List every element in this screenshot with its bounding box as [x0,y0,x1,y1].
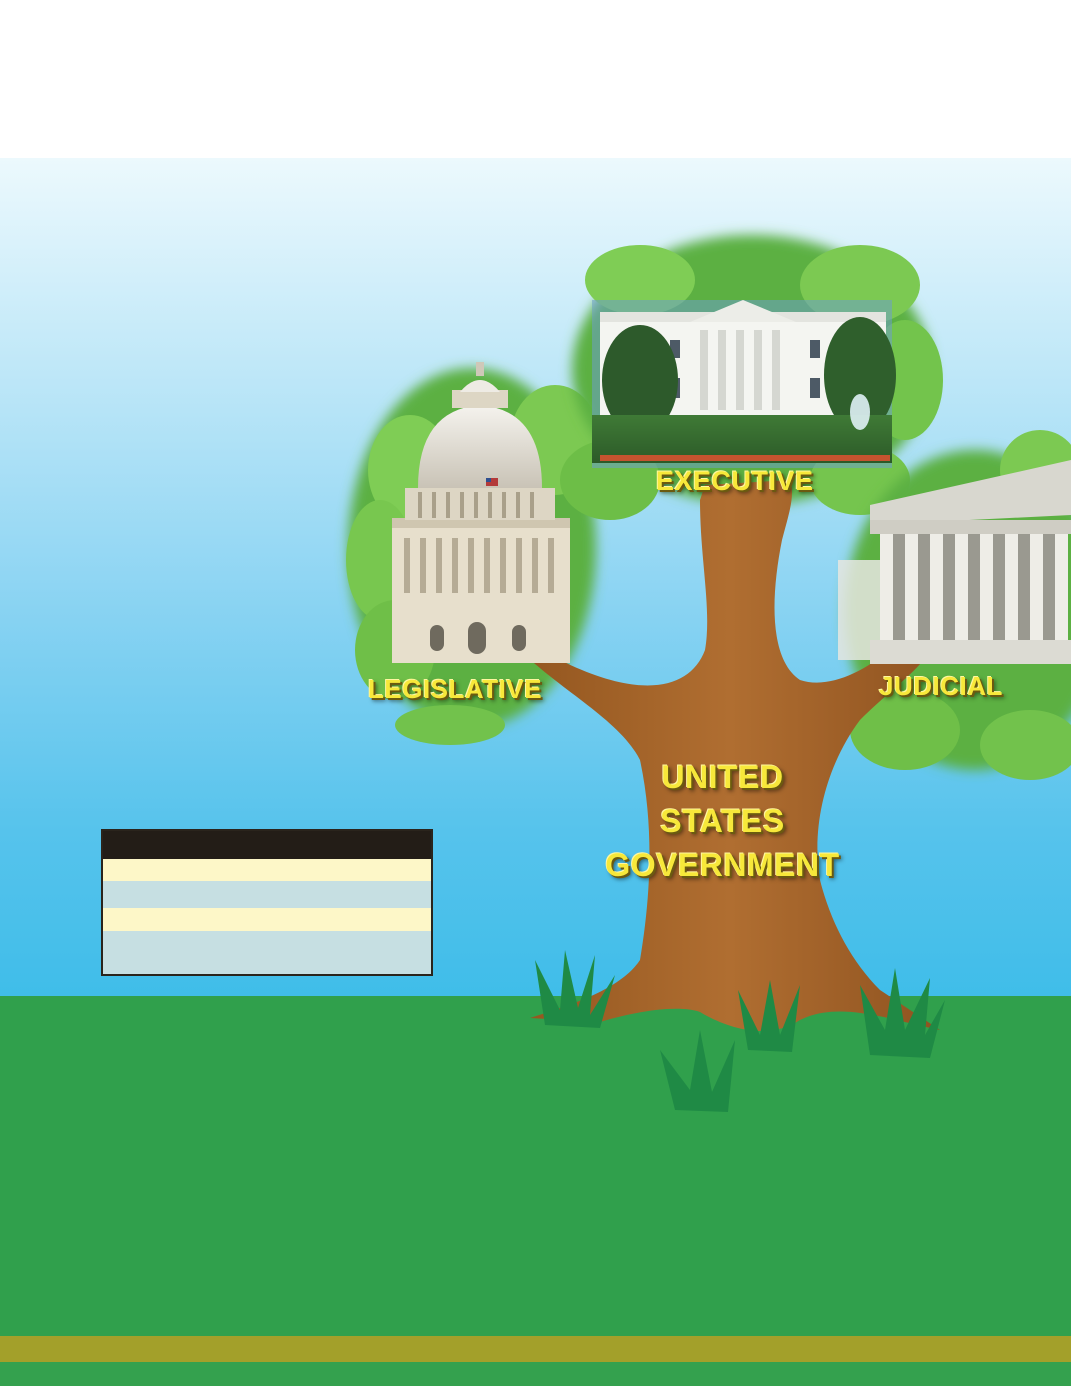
bottom-grass-strip [0,1362,1071,1386]
executive-label: EXECUTIVE [656,466,814,496]
supreme-court-image [838,460,1071,664]
grass-tuft-bottom [660,1030,735,1112]
trunk-label-line-1: UNITED [661,759,784,795]
grass-ground [0,996,1071,1386]
trunk-label-line-2: STATES [660,803,785,839]
info-table-row [103,859,431,881]
info-table-row [103,931,431,974]
capitol-building-image [392,362,570,663]
info-table-row [103,908,431,931]
judicial-label: JUDICIAL [879,671,1003,701]
grass-tuft-center-right [738,980,800,1052]
tree-trunk [520,480,940,1032]
olive-footer-stripe [0,1336,1071,1362]
grass-tuft-left [535,950,615,1028]
info-table-row [103,881,431,908]
info-table-header [103,831,431,859]
info-table [101,829,433,976]
trunk-label-line-3: GOVERNMENT [605,847,840,883]
legislative-label: LEGISLATIVE [368,674,543,704]
trunk-label: UNITED STATES GOVERNMENT [590,755,855,887]
white-house-image [592,300,896,468]
grass-tuft-right [860,968,945,1058]
